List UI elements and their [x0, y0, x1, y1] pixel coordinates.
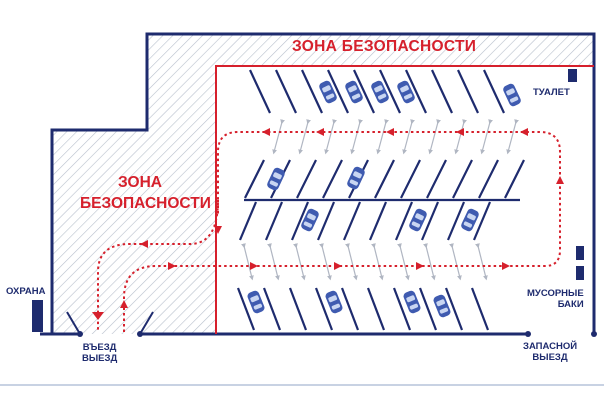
safety-zone-title-left: ЗОНА БЕЗОПАСНОСТИ	[80, 172, 211, 214]
trash-bin-icon	[576, 266, 584, 280]
safety-zone-left-line1: ЗОНА	[118, 174, 162, 191]
route-arrowheads	[92, 128, 564, 320]
safety-zone-title-top: ЗОНА БЕЗОПАСНОСТИ	[292, 38, 477, 55]
pedestrian-arrows	[241, 119, 519, 281]
gate-right-icon	[139, 311, 154, 335]
bottom-divider	[0, 384, 604, 386]
trash-bin-icon	[576, 246, 584, 260]
gate-left-icon	[66, 311, 81, 335]
trash-bins-line1: МУСОРНЫЕ	[527, 288, 584, 299]
stall-lines-bottom	[236, 287, 490, 331]
toilet-icon	[568, 69, 577, 82]
toilet-label: ТУАЛЕТ	[533, 87, 570, 98]
traffic-route	[97, 131, 561, 332]
emergency-exit-line1: ЗАПАСНОЙ	[523, 341, 578, 352]
trash-bins-line2: БАКИ	[557, 299, 584, 310]
building-outer-wall	[50, 32, 596, 334]
entry-label: ВЪЕЗД	[82, 342, 117, 353]
stall-lines-top	[249, 69, 505, 114]
entry-exit-label: ВЪЕЗД ВЫЕЗД	[82, 342, 117, 364]
stall-lines-middle-upper	[244, 159, 525, 199]
exit-label: ВЫЕЗД	[82, 353, 118, 364]
safety-zone-left-line2: БЕЗОПАСНОСТИ	[80, 195, 211, 212]
trash-bins-label: МУСОРНЫЕ БАКИ	[527, 288, 584, 310]
emergency-exit-label: ЗАПАСНОЙ ВЫЕЗД	[523, 341, 577, 363]
emergency-exit-line2: ВЫЕЗД	[532, 352, 568, 363]
safety-zone-boundary	[215, 65, 594, 334]
stall-lines-middle-lower	[238, 201, 492, 241]
guard-booth-icon	[32, 300, 43, 332]
guard-label: ОХРАНА	[6, 286, 46, 297]
